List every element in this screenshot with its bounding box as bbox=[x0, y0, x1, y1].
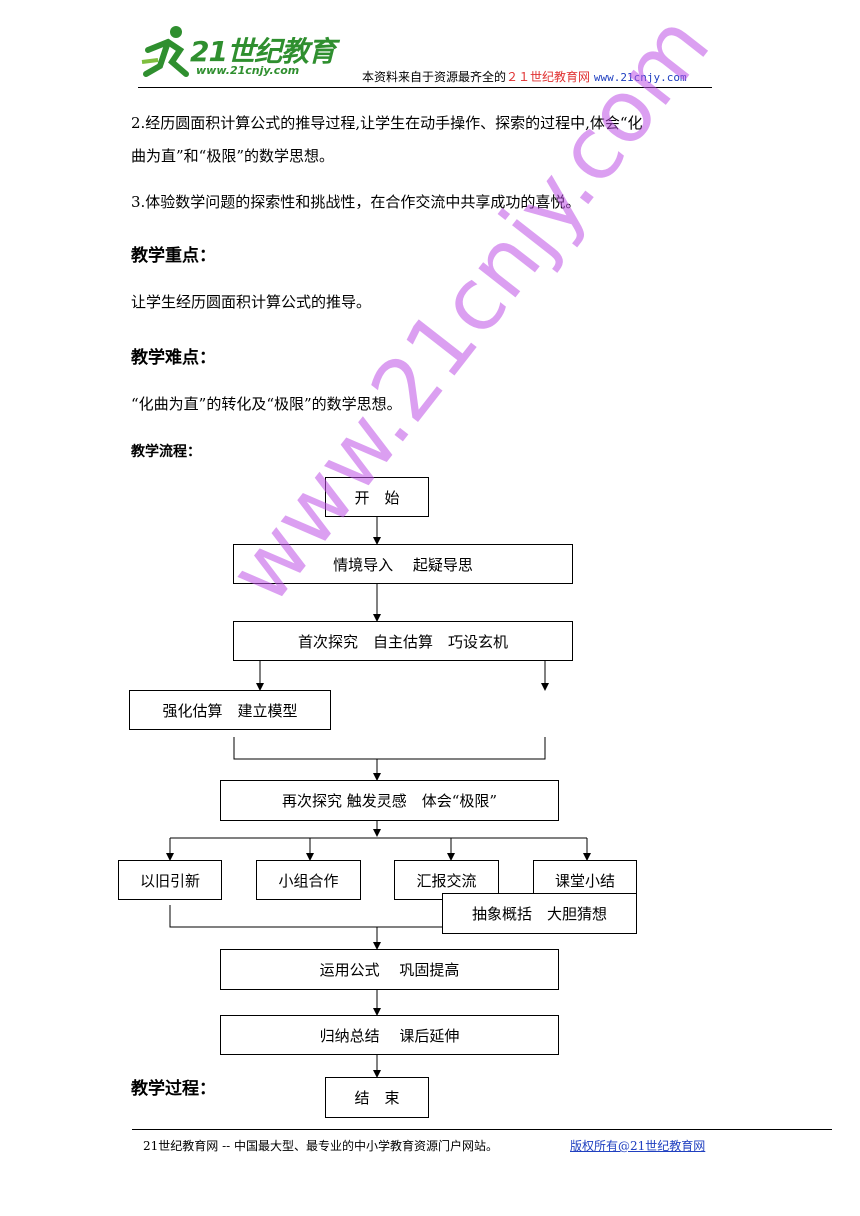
site-logo bbox=[138, 22, 338, 84]
goal-2-line-1: 2.经历圆面积计算公式的推导过程,让学生在动手操作、探索的过程中,体会“化 bbox=[131, 114, 643, 132]
flow-heading: 教学流程： bbox=[131, 444, 201, 460]
flow-step-model-building: 强化估算 建立模型 bbox=[129, 690, 331, 730]
logo-url: www.21cnjy.com bbox=[196, 64, 300, 77]
flow-step-apply-formula: 运用公式 巩固提高 bbox=[220, 949, 559, 990]
flow-branch-group-work: 小组合作 bbox=[256, 860, 361, 900]
header-site-link[interactable]: ２１世纪教育网 bbox=[506, 70, 591, 84]
flow-step-scenario-intro: 情境导入 起疑导思 bbox=[233, 544, 573, 584]
flow-step-abstraction: 抽象概括 大胆猜想 bbox=[442, 893, 637, 934]
footer-text: 21世纪教育网 -- 中国最大型、最专业的中小学教育资源门户网站。 bbox=[143, 1139, 499, 1153]
flow-step-second-exploration: 再次探究 触发灵感 体会“极限” bbox=[220, 780, 559, 821]
header-note: 本资料来自于资源最齐全的２１世纪教育网 www.21cnjy.com bbox=[362, 68, 687, 85]
difficult-point-heading: 教学难点： bbox=[131, 348, 216, 368]
process-heading: 教学过程： bbox=[131, 1079, 216, 1099]
flow-end: 结 束 bbox=[325, 1077, 429, 1118]
logo-text: 21世纪教育 bbox=[190, 35, 336, 68]
goal-2-line-2: 曲为直”和“极限”的数学思想。 bbox=[131, 147, 335, 165]
flow-step-conclusion: 归纳总结 课后延伸 bbox=[220, 1015, 559, 1055]
flow-branch-review: 以旧引新 bbox=[118, 860, 222, 900]
goal-3: 3.体验数学问题的探索性和挑战性，在合作交流中共享成功的喜悦。 bbox=[131, 193, 581, 211]
runner-logo-icon bbox=[141, 26, 189, 77]
header-url-link[interactable]: www.21cnjy.com bbox=[593, 71, 687, 84]
header-note-prefix: 本资料来自于资源最齐全的 bbox=[362, 70, 507, 84]
footer-divider bbox=[132, 1129, 832, 1130]
key-point-text: 让学生经历圆面积计算公式的推导。 bbox=[131, 293, 372, 311]
footer-copyright-link[interactable]: 版权所有@21世纪教育网 bbox=[570, 1139, 706, 1153]
key-point-heading: 教学重点： bbox=[131, 246, 216, 266]
flow-start: 开 始 bbox=[325, 477, 429, 517]
header-divider bbox=[138, 87, 712, 88]
difficult-point-text: “化曲为直”的转化及“极限”的数学思想。 bbox=[131, 395, 402, 413]
flow-step-first-exploration: 首次探究 自主估算 巧设玄机 bbox=[233, 621, 573, 661]
